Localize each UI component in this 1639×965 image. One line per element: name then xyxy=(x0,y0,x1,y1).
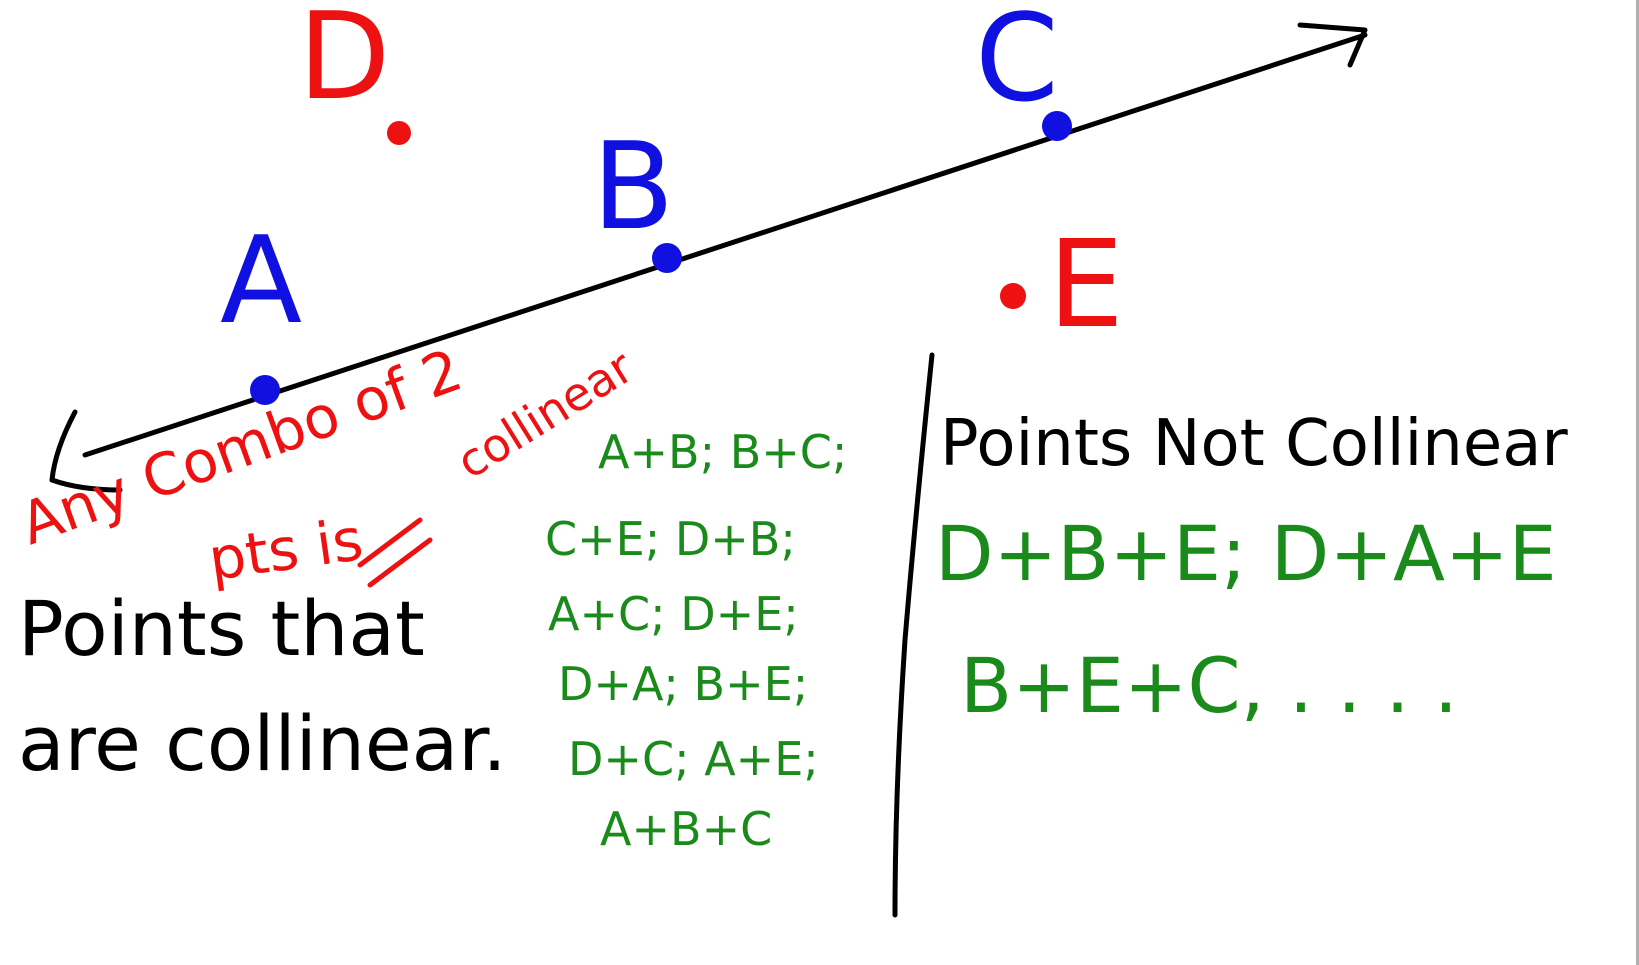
point-a-dot xyxy=(250,375,280,405)
collinear-pair-row: D+C; A+E; xyxy=(568,732,819,786)
collinear-pair-row: A+C; D+E; xyxy=(548,587,799,641)
arrowhead-left xyxy=(49,409,123,493)
canvas-right-edge xyxy=(1636,0,1639,965)
heading-are-collinear: are collinear. xyxy=(18,699,507,788)
point-b-dot xyxy=(652,243,682,273)
not-collinear-row: B+E+C, . . . . xyxy=(960,641,1458,730)
point-c-label: C xyxy=(975,0,1059,129)
point-b-label: B xyxy=(592,118,674,257)
heading-not-collinear: Points Not Collinear xyxy=(940,407,1568,481)
collinear-pair-row: C+E; D+B; xyxy=(545,512,796,566)
note-pts-is-text: pts is xyxy=(204,505,367,594)
heading-points-that: Points that xyxy=(18,584,425,673)
point-d-dot xyxy=(387,121,411,145)
not-collinear-row: D+B+E; D+A+E xyxy=(935,509,1557,598)
collinear-pair-row: A+B+C xyxy=(600,802,772,856)
equal-mark xyxy=(357,517,433,588)
point-e-dot xyxy=(1000,283,1026,309)
collinear-pair-row: A+B; B+C; xyxy=(598,425,847,479)
point-e-label: E xyxy=(1048,216,1124,355)
arrowhead-right xyxy=(1297,22,1368,68)
point-a-label: A xyxy=(220,212,302,351)
not-collinear-list: D+B+E; D+A+E B+E+C, . . . . xyxy=(935,509,1557,730)
line xyxy=(49,22,1368,493)
collinear-pair-row: D+A; B+E; xyxy=(558,657,808,711)
collinear-pairs-list: A+B; B+C; C+E; D+B; A+C; D+E; D+A; B+E; … xyxy=(545,425,847,856)
divider-line xyxy=(892,352,935,918)
point-d-label: D xyxy=(298,0,390,127)
line-stroke xyxy=(82,32,1368,458)
point-c-dot xyxy=(1042,111,1072,141)
